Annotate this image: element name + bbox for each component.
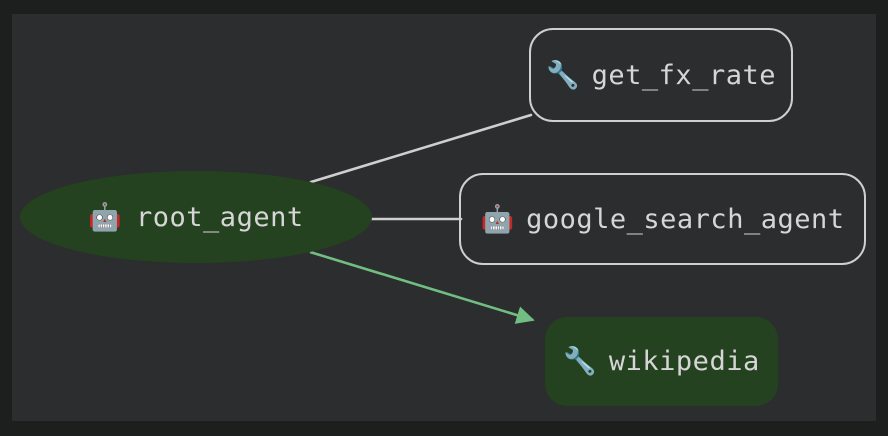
graph-node-root-agent[interactable]: 🤖 root_agent (20, 171, 372, 263)
wrench-icon: 🔧 (563, 346, 597, 377)
robot-icon: 🤖 (480, 203, 515, 235)
graph-node-get-fx-rate[interactable]: 🔧 get_fx_rate (529, 28, 793, 122)
graph-node-google-search-agent[interactable]: 🤖 google_search_agent (459, 173, 866, 265)
graph-node-label: wikipedia (608, 346, 760, 377)
robot-icon: 🤖 (88, 201, 123, 233)
graph-node-label: get_fx_rate (591, 59, 776, 91)
graph-node-wikipedia[interactable]: 🔧 wikipedia (545, 317, 778, 406)
graph-node-label: google_search_agent (526, 203, 845, 235)
graph-node-label: root_agent (136, 201, 304, 233)
wrench-icon: 🔧 (546, 59, 580, 91)
